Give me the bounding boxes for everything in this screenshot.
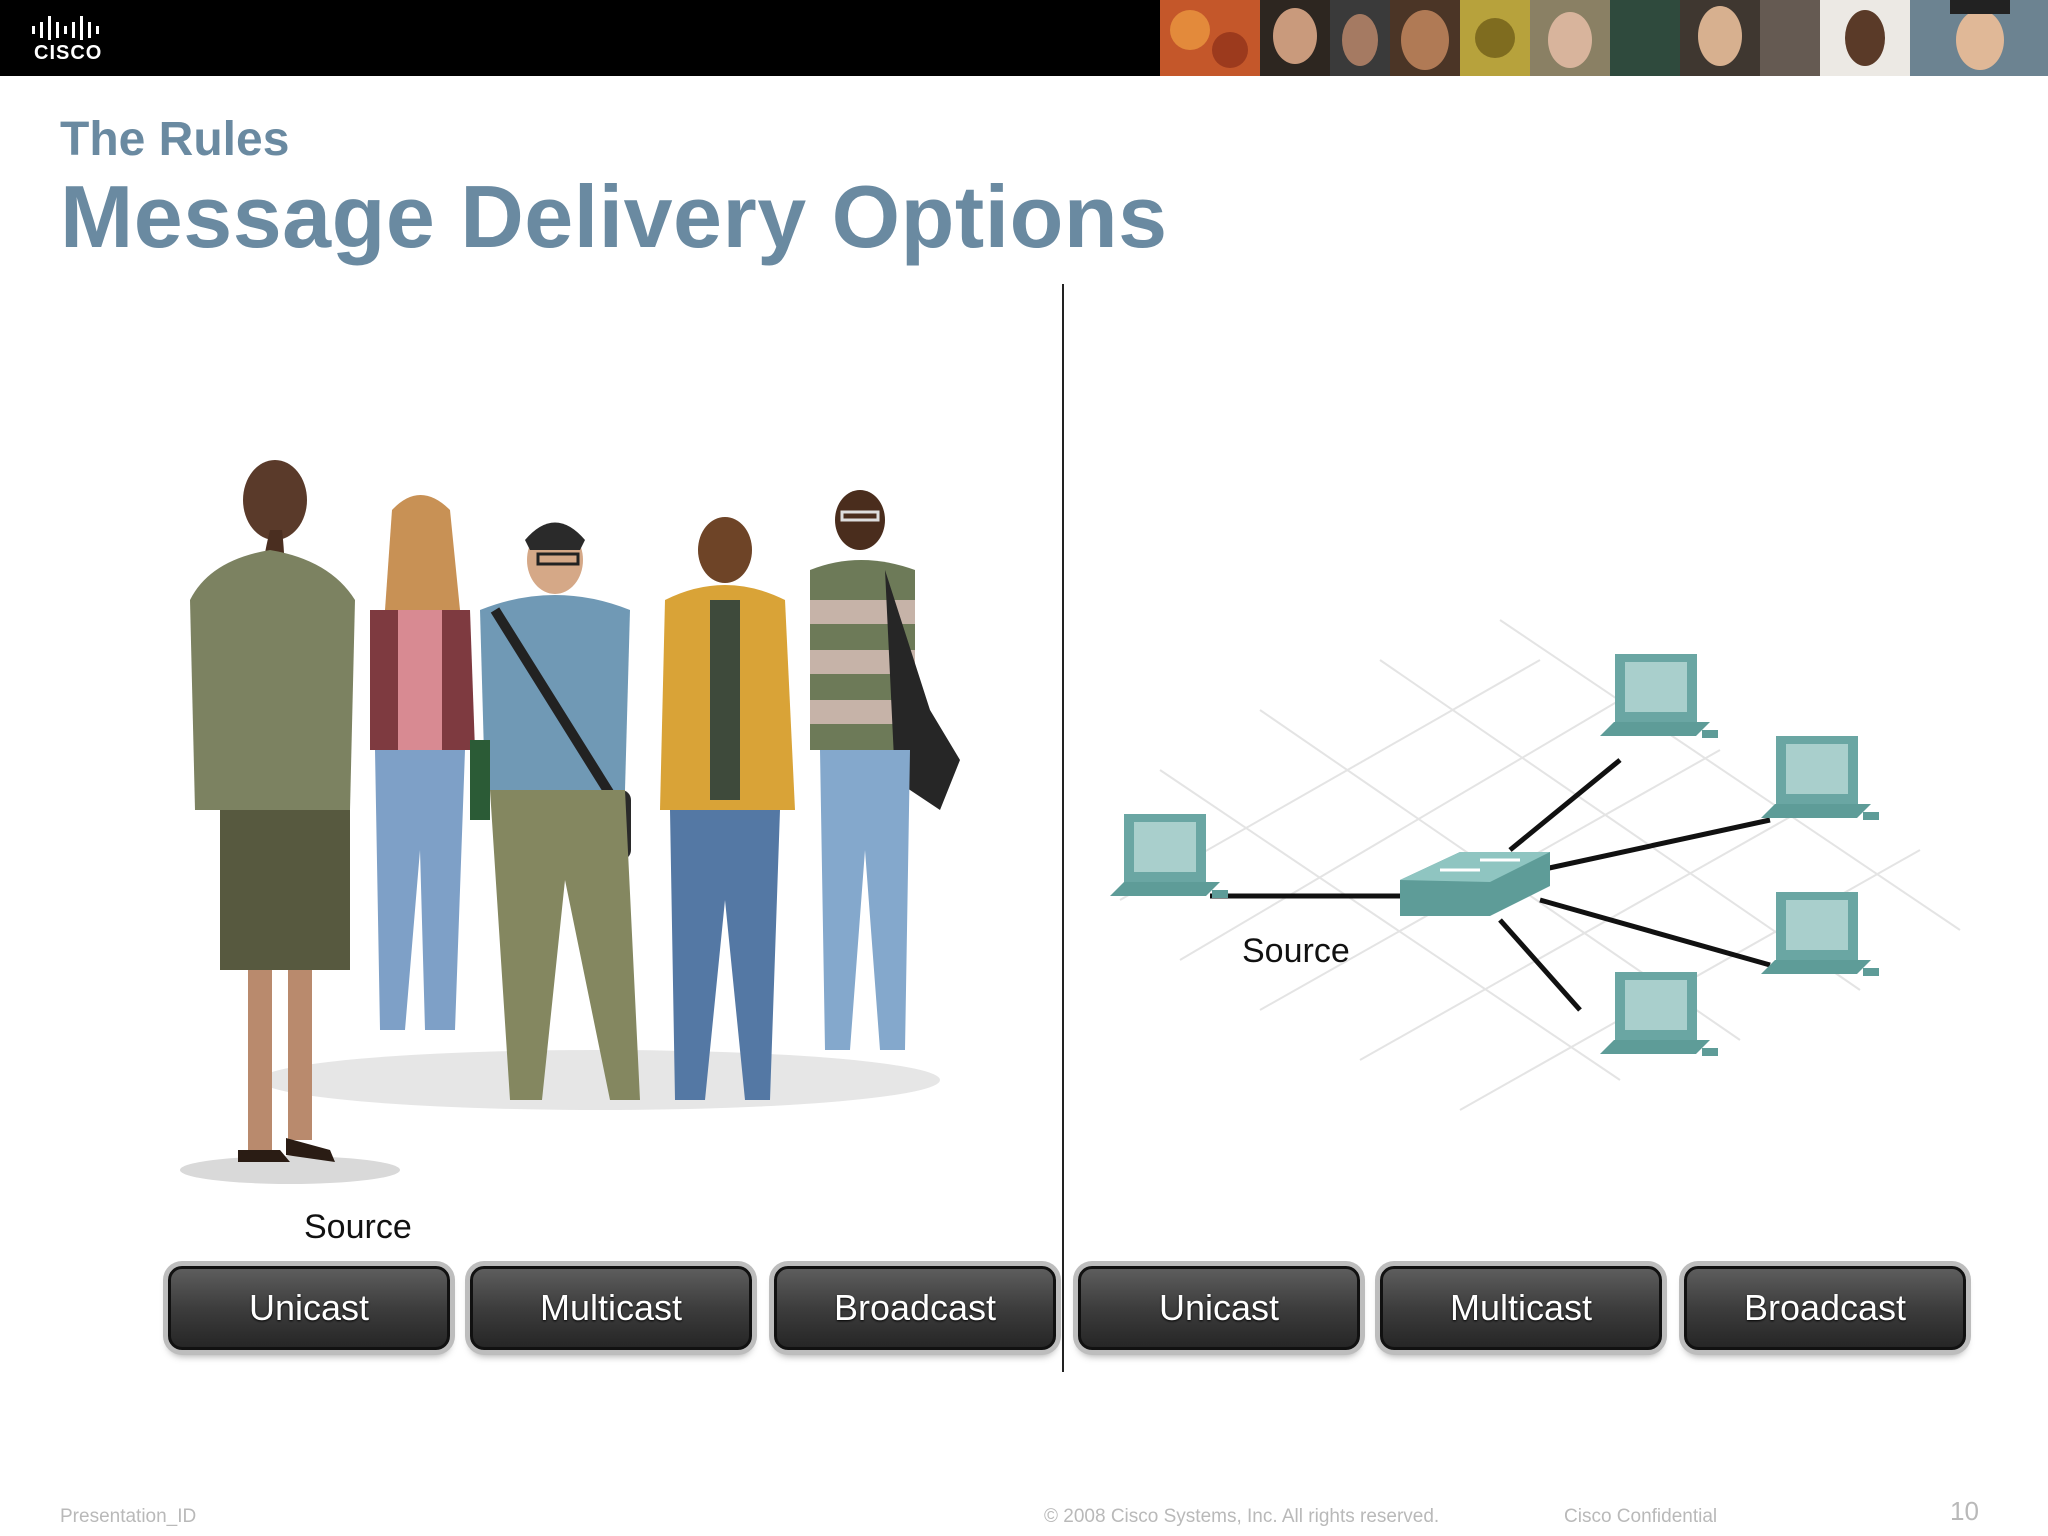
logo-text: CISCO xyxy=(34,42,103,64)
slide-title: Message Delivery Options xyxy=(60,167,1168,266)
left-unicast-button[interactable]: Unicast xyxy=(168,1266,450,1350)
network-diagram-illustration xyxy=(1110,619,1961,1111)
cisco-bars-icon xyxy=(32,16,99,40)
right-broadcast-button[interactable]: Broadcast xyxy=(1684,1266,1966,1350)
left-multicast-button[interactable]: Multicast xyxy=(470,1266,752,1350)
people-photo-strip-icon xyxy=(1160,0,2048,76)
presentation-id: Presentation_ID xyxy=(60,1506,197,1527)
computer-source-icon xyxy=(1110,814,1228,898)
computer-icon xyxy=(1761,736,1879,820)
right-multicast-button[interactable]: Multicast xyxy=(1380,1266,1662,1350)
left-broadcast-button[interactable]: Broadcast xyxy=(774,1266,1056,1350)
slide-subtitle: The Rules xyxy=(60,113,290,166)
people-group-illustration xyxy=(180,460,960,1184)
computer-icon xyxy=(1761,892,1879,976)
cisco-logo: CISCO xyxy=(26,12,126,64)
right-source-label: Source xyxy=(1242,932,1350,970)
page-number: 10 xyxy=(1950,1496,1979,1526)
confidential-text: Cisco Confidential xyxy=(1564,1506,1718,1527)
header-bar: CISCO xyxy=(0,0,2048,76)
copyright-text: © 2008 Cisco Systems, Inc. All rights re… xyxy=(1044,1506,1440,1527)
right-unicast-button[interactable]: Unicast xyxy=(1078,1266,1360,1350)
switch-icon xyxy=(1400,852,1550,916)
computer-icon xyxy=(1600,972,1718,1056)
source-woman-figure xyxy=(190,460,355,1162)
left-source-label: Source xyxy=(304,1208,412,1246)
panel-divider xyxy=(1062,284,1064,1372)
computer-icon xyxy=(1600,654,1718,738)
